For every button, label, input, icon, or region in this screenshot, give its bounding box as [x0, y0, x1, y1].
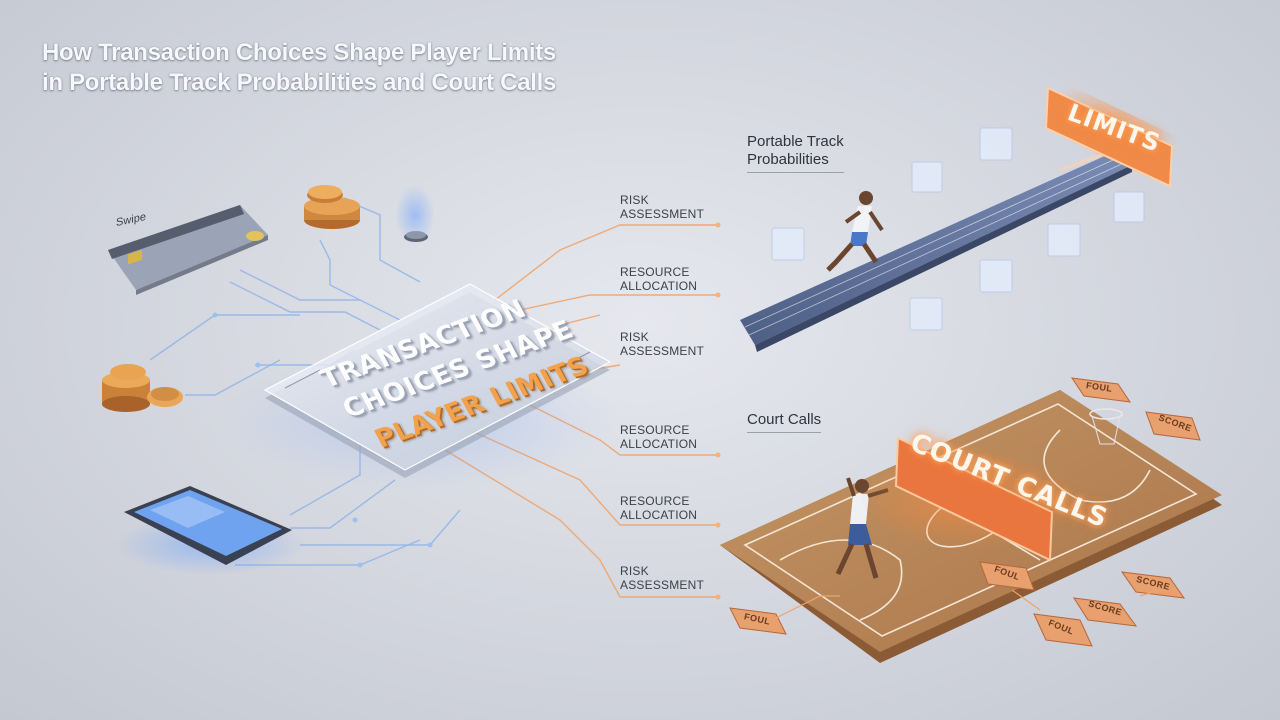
court-section-label: Court Calls: [747, 411, 821, 433]
coin-stack-icon: [304, 185, 360, 229]
runner-icon: [828, 191, 882, 270]
track-section-label: Portable Track Probabilities: [747, 133, 844, 173]
coin-stack-icon: [102, 364, 183, 412]
tablet-icon: [115, 486, 305, 575]
dial-icon: [395, 185, 435, 245]
output-flow-nodes: [716, 223, 721, 600]
central-panel-text: TRANSACTION CHOICES SHAPE PLAYER LIMITS: [265, 284, 610, 476]
